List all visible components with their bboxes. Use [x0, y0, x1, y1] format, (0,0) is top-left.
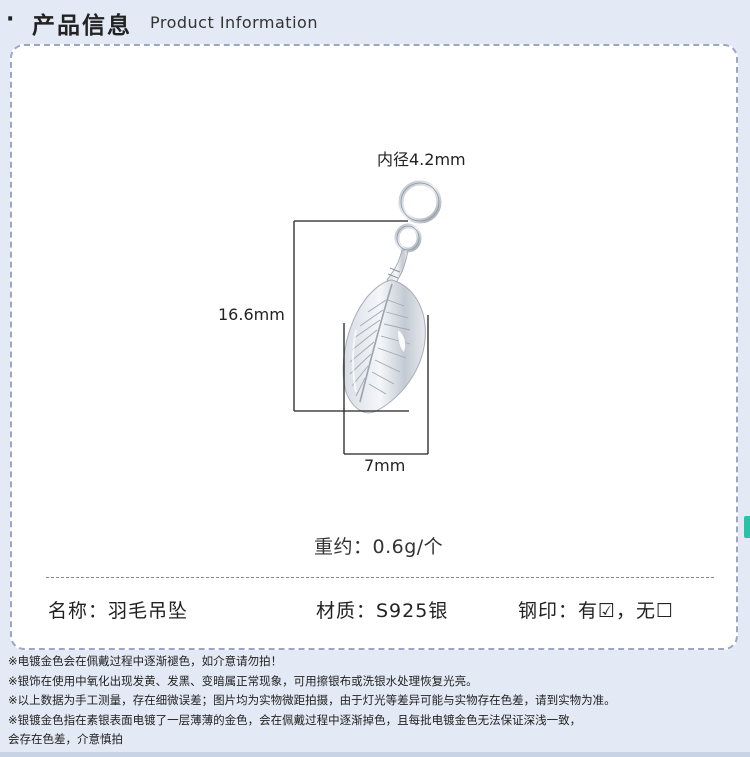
height-label: 16.6mm [218, 305, 285, 324]
spec-stamp: 钢印：有☑，无☐ [518, 600, 675, 622]
width-dimension-lines [343, 315, 429, 455]
bail-loop-icon [394, 223, 422, 253]
note-item: ※电镀金色会在佩戴过程中逐渐褪色，如介意请勿拍！ [8, 654, 283, 668]
width-label: 7mm [364, 456, 406, 475]
jump-ring-icon [398, 180, 442, 224]
weight-text: 重约：0.6g/个 [314, 536, 444, 558]
feather-pendant-icon [342, 279, 426, 414]
spec-material: 材质：S925银 [316, 600, 449, 622]
notes-list: ※电镀金色会在佩戴过程中逐渐褪色，如介意请勿拍！ ※银饰在使用中氧化出现发黄、发… [8, 652, 748, 750]
header-title-cn: 产品信息 [32, 13, 132, 39]
spec-name: 名称：羽毛吊坠 [48, 600, 189, 622]
height-dimension-lines [293, 220, 409, 412]
header-title-en: Product Information [150, 13, 318, 32]
note-item: 会存在色差，介意慎拍 [8, 732, 123, 746]
note-item: ※银饰在使用中氧化出现发黄、发黑、变暗属正常现象，可用擦银布或洗银水处理恢复光亮… [8, 673, 478, 688]
note-item: ※银镀金色指在素银表面电镀了一层薄薄的金色，会在佩戴过程中逐渐掉色，且每批电镀金… [8, 712, 582, 727]
inner-diameter-label: 内径4.2mm [377, 150, 466, 169]
feather-stem-icon [386, 249, 409, 284]
dashed-divider [46, 577, 714, 578]
bottom-border [0, 752, 750, 757]
note-item: ※以上数据为手工测量，存在细微误差；图片均为实物微距拍摄，由于灯光等差异可能与实… [8, 693, 616, 707]
section-header: · 产品信息 Product Information [0, 0, 750, 44]
side-accent-tab [744, 516, 750, 538]
header-bullet: · [6, 7, 15, 32]
